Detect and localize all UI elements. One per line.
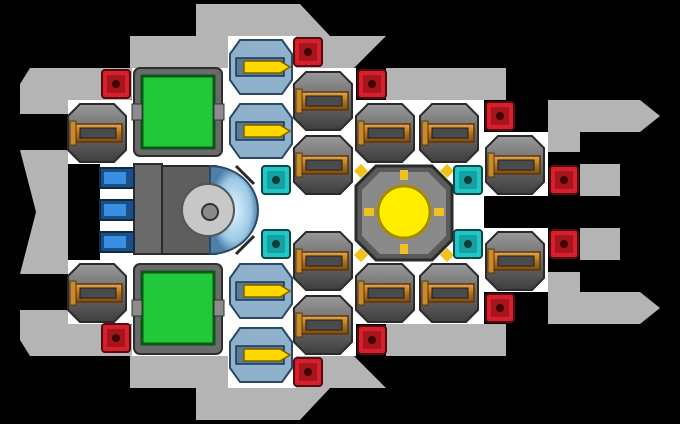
armor-plate[interactable] xyxy=(357,69,387,99)
cannon-turret[interactable] xyxy=(355,103,415,163)
cannon-turret[interactable] xyxy=(293,231,353,291)
cannon-turret[interactable] xyxy=(485,231,545,291)
cockpit[interactable] xyxy=(161,164,259,256)
shield-node-layer xyxy=(261,165,483,259)
console-bottom[interactable] xyxy=(131,263,225,355)
cannon-turret[interactable] xyxy=(419,103,479,163)
cannon-turret[interactable] xyxy=(67,103,127,163)
armor-plate[interactable] xyxy=(357,325,387,355)
armor-plate[interactable] xyxy=(101,323,131,353)
cannon-turret[interactable] xyxy=(419,263,479,323)
cannon-turret[interactable] xyxy=(485,135,545,195)
armor-plate[interactable] xyxy=(549,165,579,195)
shield-node[interactable] xyxy=(261,165,291,195)
cannon-turret[interactable] xyxy=(67,263,127,323)
shield-node[interactable] xyxy=(453,229,483,259)
armor-plate[interactable] xyxy=(549,229,579,259)
armor-plate[interactable] xyxy=(293,37,323,67)
missile-launcher[interactable] xyxy=(229,263,293,319)
reactor-core[interactable] xyxy=(353,163,455,263)
shield-node[interactable] xyxy=(261,229,291,259)
missile-layer xyxy=(229,39,293,383)
armor-plate[interactable] xyxy=(485,101,515,131)
cannon-turret[interactable] xyxy=(293,135,353,195)
console-top[interactable] xyxy=(131,67,225,157)
thrusters[interactable] xyxy=(99,163,163,255)
shield-node[interactable] xyxy=(453,165,483,195)
missile-launcher[interactable] xyxy=(229,327,293,383)
cannon-turret[interactable] xyxy=(293,295,353,355)
missile-launcher[interactable] xyxy=(229,103,293,159)
cannon-layer xyxy=(67,71,545,355)
armor-layer xyxy=(101,37,579,387)
cannon-turret[interactable] xyxy=(355,263,415,323)
armor-plate[interactable] xyxy=(101,69,131,99)
armor-plate[interactable] xyxy=(485,293,515,323)
armor-plate[interactable] xyxy=(293,357,323,387)
cannon-turret[interactable] xyxy=(293,71,353,131)
missile-launcher[interactable] xyxy=(229,39,293,95)
